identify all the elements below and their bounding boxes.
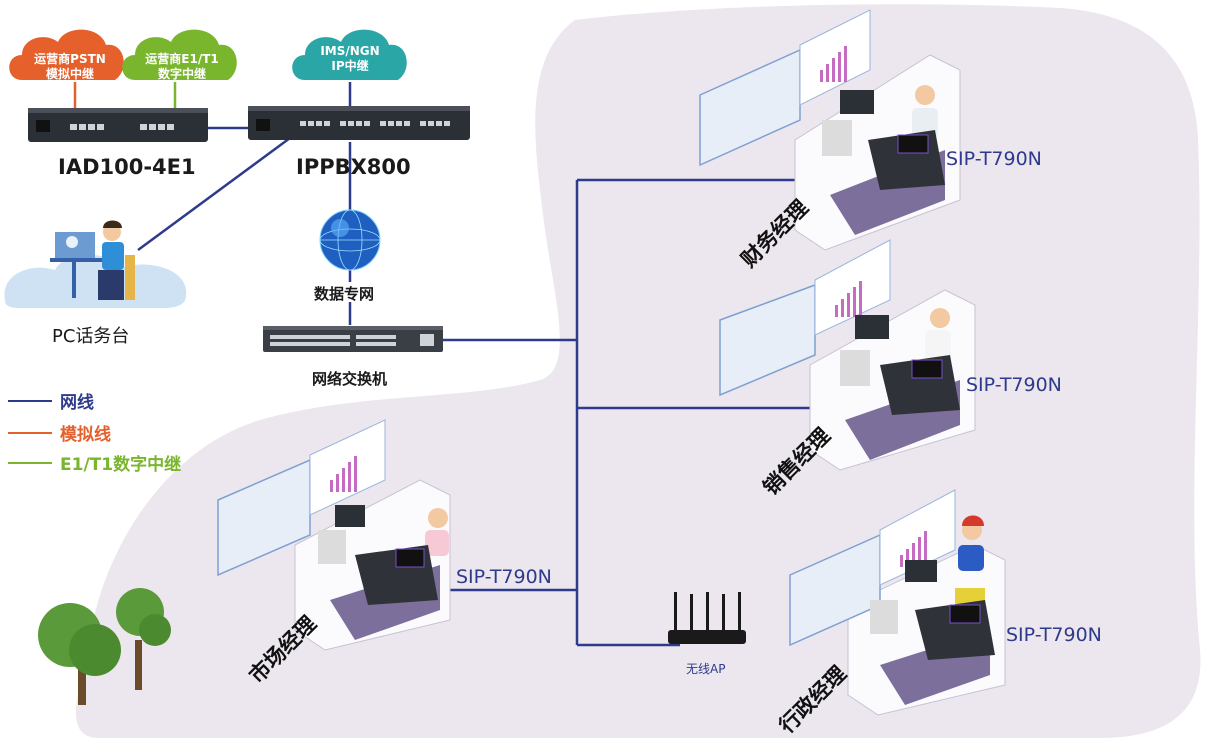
ippbx-pc-line — [137, 136, 291, 252]
switch-label: 网络交换机 — [312, 370, 388, 388]
legend-digital-label: E1/T1数字中继 — [60, 455, 182, 475]
legend-network-line — [8, 399, 52, 402]
admin-office-icon — [789, 489, 1006, 716]
market-office-icon — [217, 419, 451, 651]
cloud-pstn-icon — [9, 29, 124, 80]
cloud-e1-icon — [122, 29, 237, 80]
iad-label: IAD100-4E1 — [58, 155, 196, 179]
legend-analog-label: 模拟线 — [60, 425, 111, 445]
market-phone-model: SIP-T790N — [456, 566, 552, 588]
wireless-ap-icon — [668, 592, 746, 644]
finance-office-icon — [699, 9, 961, 251]
pc-label: PC话务台 — [52, 326, 130, 347]
globe-icon — [319, 209, 381, 271]
globe-label: 数据专网 — [314, 285, 375, 303]
pstn-cloud-line2: 模拟中继 — [45, 67, 94, 81]
legend-network-label: 网线 — [60, 393, 94, 413]
iad-device-icon — [28, 108, 208, 142]
pstn-cloud-label: 运营商PSTN 模拟中继 — [20, 52, 120, 82]
legend-digital: E1/T1数字中继 — [8, 450, 181, 475]
e1-cloud-label: 运营商E1/T1 数字中继 — [132, 52, 232, 82]
ims-cloud-label: IMS/NGN IP中继 — [302, 44, 398, 74]
ippbx-label: IPPBX800 — [296, 155, 411, 179]
pstn-cloud-line1: 运营商PSTN — [34, 52, 106, 66]
legend-analog: 模拟线 — [8, 420, 111, 445]
finance-phone-model: SIP-T790N — [946, 148, 1042, 170]
ap-label: 无线AP — [686, 662, 726, 676]
sales-office-icon — [719, 239, 976, 471]
legend-digital-line — [8, 461, 52, 464]
ims-cloud-line2: IP中继 — [331, 59, 369, 73]
pc-operator-icon — [4, 220, 187, 308]
switch-device-icon — [263, 326, 443, 352]
trees-icon — [38, 588, 171, 705]
ippbx-device-icon — [248, 106, 470, 140]
legend-network: 网线 — [8, 388, 94, 413]
cloud-ims-icon — [292, 29, 407, 80]
e1-cloud-line1: 运营商E1/T1 — [145, 52, 219, 66]
e1-cloud-line2: 数字中继 — [157, 67, 206, 81]
admin-phone-model: SIP-T790N — [1006, 624, 1102, 646]
legend-analog-line — [8, 431, 52, 434]
ims-cloud-line1: IMS/NGN — [320, 44, 380, 58]
sales-phone-model: SIP-T790N — [966, 374, 1062, 396]
